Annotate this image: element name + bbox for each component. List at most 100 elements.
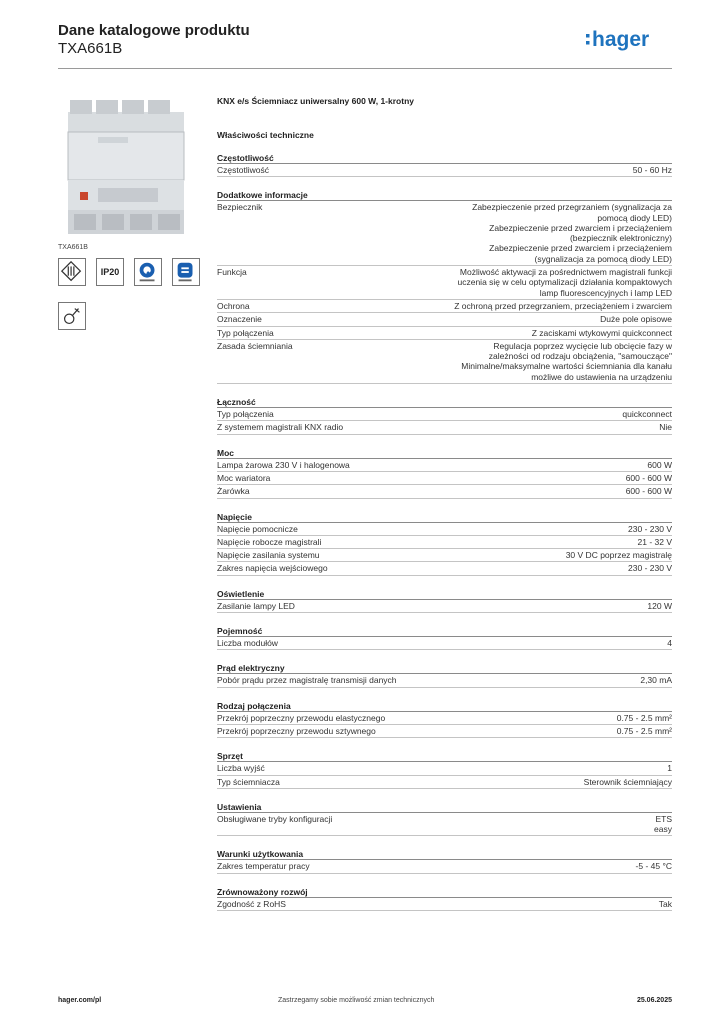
spec-key: Ochrona [217,300,250,311]
spec-row: Żarówka 600 - 600 W [217,485,672,499]
spec-value-line: 600 W [647,459,672,470]
spec-key: Oznaczenie [217,314,262,325]
spec-value-line: lamp fluorescencyjnych i lamp LED [539,287,672,298]
product-image [58,92,194,242]
spec-group-title: Prąd elektryczny [217,662,672,675]
spec-value: 0.75 - 2.5 mm² [617,713,672,723]
spec-row: Przekrój poprzeczny przewodu sztywnego 0.… [217,725,672,739]
tech-properties-title: Właściwości techniczne [217,130,314,140]
spec-key: Zakres napięcia wejściowego [217,563,328,574]
spec-value: 21 - 32 V [638,537,673,547]
spec-value-line: 230 - 230 V [628,523,672,534]
spec-key: Liczba modułów [217,638,278,649]
spec-key: Zasada ściemniania [217,340,293,351]
spec-group-title: Rodzaj połączenia [217,700,672,712]
spec-key: Przekrój poprzeczny przewodu sztywnego [217,725,376,736]
spec-value: 0.75 - 2.5 mm² [617,726,672,736]
spec-value-line: 120 W [647,600,672,611]
spec-key: Napięcie robocze magistrali [217,536,322,547]
spec-group-title: Częstotliwość [217,152,672,164]
spec-row: Z systemem magistrali KNX radio Nie [217,421,672,435]
spec-value-line: Zabezpieczenie przed przegrzaniem (sygna… [472,202,672,213]
spec-value-line: uczenia się w celu optymalizacji działan… [457,277,673,288]
spec-value-line: Nie [659,422,672,433]
spec-key: Typ połączenia [217,327,274,338]
spec-key: Zgodność z RoHS [217,898,286,909]
spec-row: Typ ściemniacza Sterownik ściemniający [217,776,672,789]
spec-row: Ochrona Z ochroną przed przegrzaniem, prz… [217,300,672,314]
spec-value-line: Duże pole opisowe [600,314,672,325]
spec-row: Pobór prądu przez magistralę transmisji … [217,674,672,688]
spec-value-line: 600 - 600 W [625,472,672,483]
spec-content: KNX e/s Ściemniacz uniwersalny 600 W, 1-… [217,96,672,911]
spec-value: Nie [659,422,672,432]
page-header: Dane katalogowe produktu TXA661B hager [58,22,672,68]
spec-value-line: 600 - 600 W [625,486,672,497]
spec-value-line: zależności od rodzaju obciążenia, "samou… [488,351,672,362]
spec-value-line: 30 V DC poprzez magistralę [565,550,672,561]
footer-date: 25.06.2025 [636,997,672,1004]
spec-value: 120 W [647,601,672,611]
svg-text:hager: hager [592,28,649,51]
spec-group-title: Sprzęt [217,750,672,763]
page-title: Dane katalogowe produktu [58,22,250,39]
spec-value: 30 V DC poprzez magistralę [566,550,672,560]
install-icon [58,302,86,330]
spec-value-line: Tak [658,898,672,909]
spec-value-line: ETS [655,813,672,824]
ip20-label: IP20 [100,267,120,277]
spec-value: 230 - 230 V [628,524,672,534]
spec-group-title: Zrównoważony rozwój [217,886,672,898]
spec-key: Napięcie pomocnicze [217,523,298,534]
spec-value: Sterownik ściemniający [584,777,672,787]
spec-value-line: 1 [667,763,672,774]
spec-key: Częstotliwość [217,165,269,175]
spec-value: Duże pole opisowe [600,314,672,324]
spec-value-line: (bezpiecznik elektroniczny) [569,233,672,244]
product-description: KNX e/s Ściemniacz uniwersalny 600 W, 1-… [217,96,414,106]
spec-row: Napięcie pomocnicze 230 - 230 V [217,523,672,536]
spec-value-line: Z ochroną przed przegrzaniem, przeciążen… [454,300,672,311]
quality-icon [134,258,162,286]
ce-knx-icon [58,258,86,286]
spec-value: Regulacja poprzez wycięcie lub obcięcie … [461,341,672,382]
hager-logo: hager [586,28,649,51]
spec-value: Z ochroną przed przegrzaniem, przeciążen… [454,301,672,311]
spec-value-line: -5 - 45 °C [635,861,672,872]
spec-key: Żarówka [217,486,250,497]
spec-key: Liczba wyjść [217,763,265,774]
spec-row: Zakres temperatur pracy-5 - 45 °C [217,860,672,874]
spec-group-title: Oświetlenie [217,588,672,600]
spec-key: Typ ściemniacza [217,776,280,787]
spec-value: Tak [659,899,672,909]
spec-group-title: Dodatkowe informacje [217,189,672,202]
footer-disclaimer: Zastrzegamy sobie możliwość zmian techni… [278,997,435,1004]
spec-value: 600 W [647,460,672,470]
spec-value: 2,30 mA [640,675,672,685]
spec-group-title: Moc [217,447,672,459]
image-caption: TXA661B [58,244,88,251]
spec-key: Z systemem magistrali KNX radio [217,422,344,433]
spec-row: Przekrój poprzeczny przewodu elastyczneg… [217,712,672,725]
spec-key: Funkcja [217,267,247,278]
spec-key: Moc wariatora [217,472,271,483]
spec-value-line: Zabezpieczenie przed zwarciem i przeciąż… [489,243,672,254]
footer-website[interactable]: hager.com/pl [58,997,102,1004]
spec-value-line: Z zaciskami wtykowymi quickconnect [531,327,672,338]
